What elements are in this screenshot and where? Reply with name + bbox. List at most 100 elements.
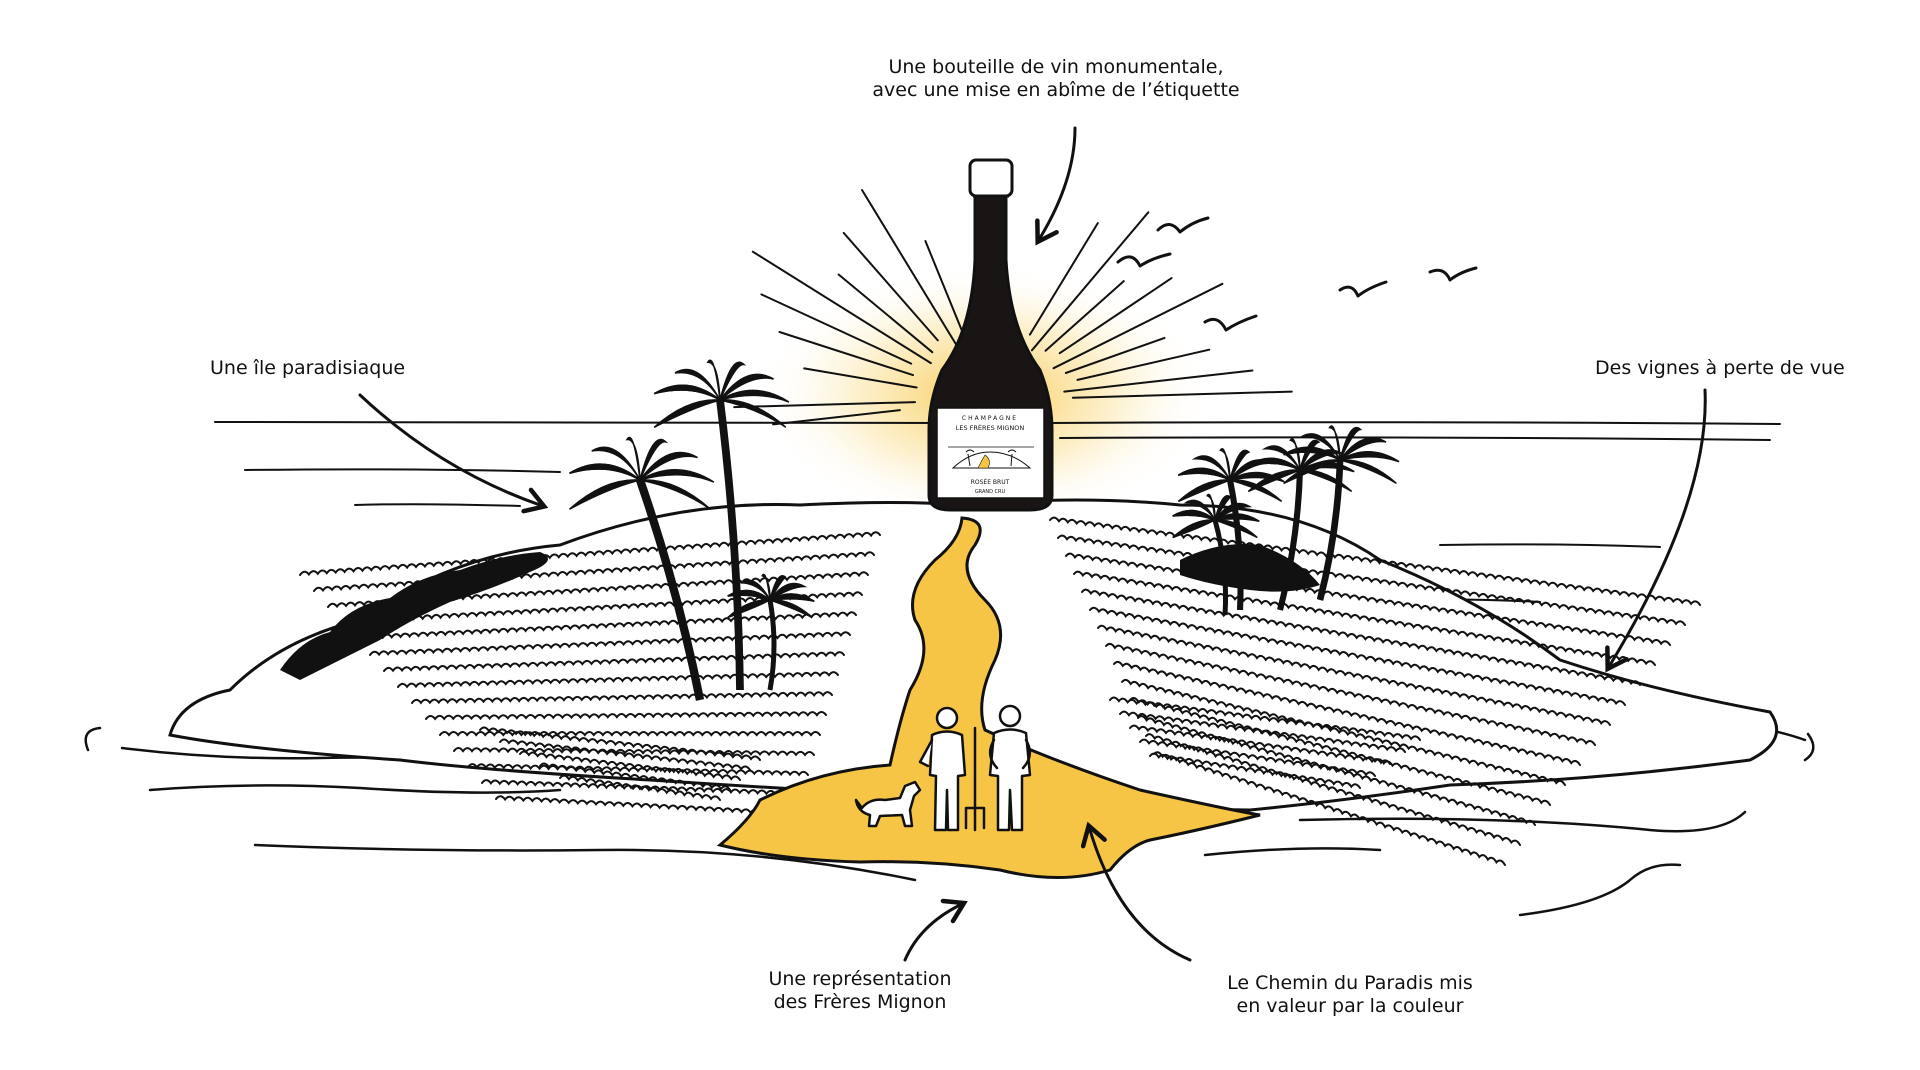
vine-row <box>411 691 833 705</box>
sun-ray <box>1076 348 1211 381</box>
vine-row <box>1119 710 1406 753</box>
palm-frond <box>1339 451 1400 463</box>
palm-frond <box>1172 509 1216 521</box>
palm-trunk <box>636 478 705 701</box>
vine-row <box>1121 678 1566 786</box>
vine-row <box>1081 588 1641 686</box>
caption-vines-line1: Des vignes à perte de vue <box>1595 357 1845 379</box>
vine-row <box>1089 606 1626 706</box>
birds <box>1116 216 1478 332</box>
palm-frond <box>1301 433 1341 461</box>
palm-frond <box>706 359 721 401</box>
annotation-arrows <box>358 126 1707 962</box>
palm-frond <box>591 446 641 481</box>
vine-row <box>439 731 821 737</box>
arrow-vines <box>1605 388 1707 673</box>
sun-ray <box>778 331 914 377</box>
palm-frond <box>727 589 771 601</box>
bird-icon <box>1156 216 1210 234</box>
palm-frond <box>639 469 715 483</box>
palm-trunk <box>1277 469 1304 611</box>
dog-icon <box>854 780 922 828</box>
vine-row <box>1097 624 1611 726</box>
palm-frond <box>674 368 721 401</box>
sun-ray <box>1064 336 1166 374</box>
vine-row <box>1109 696 1421 741</box>
palm-frond <box>769 593 815 603</box>
vine-row <box>369 631 851 657</box>
vine-row <box>383 651 845 673</box>
vine-row <box>1113 660 1581 766</box>
arrow-bottle <box>1035 126 1077 246</box>
caption-bottle-line2: avec une mise en abîme de l’étiquette <box>872 79 1240 101</box>
palm-frond <box>1177 479 1231 503</box>
caption-path-line1: Le Chemin du Paradis mis <box>1227 972 1473 994</box>
vine-row <box>1129 697 1551 806</box>
sun-ray <box>1028 222 1099 336</box>
palm-frond <box>738 579 771 601</box>
vine-row <box>1049 516 1701 606</box>
vine-row <box>539 762 731 791</box>
palm-frond <box>1328 425 1341 461</box>
sun-ray <box>772 409 901 426</box>
paradise-path <box>716 516 1261 879</box>
palm-frond <box>1229 471 1285 483</box>
vine-row <box>1105 642 1596 746</box>
palm-frond <box>1183 499 1216 521</box>
bird-icon <box>1116 252 1172 268</box>
sun-ray <box>733 401 916 409</box>
palm-frond <box>1214 519 1258 539</box>
caption-island-line1: Une île paradisiaque <box>210 357 406 379</box>
palm-frond <box>1177 467 1231 481</box>
palm-trunk <box>1227 479 1244 611</box>
palm-frond <box>653 399 721 428</box>
vine-row <box>397 671 839 689</box>
palm-trees <box>569 359 1400 701</box>
sun-rays <box>733 189 1293 426</box>
bird-icon <box>1428 266 1478 282</box>
caption-path-line2: en valeur par la couleur <box>1236 995 1464 1017</box>
palm-frond <box>639 451 698 481</box>
palm-frond <box>1247 469 1301 493</box>
palm-frond <box>1229 479 1283 503</box>
arrow-path <box>1080 821 1192 962</box>
person-head <box>935 706 959 730</box>
palm-frond <box>1283 446 1341 461</box>
person-head <box>998 704 1022 728</box>
vine-row <box>299 531 881 577</box>
vine-row <box>425 711 827 721</box>
label-cuvee-text: ROSÉE BRUT <box>971 478 1010 486</box>
palm-frond <box>769 599 813 619</box>
vine-row <box>1153 751 1506 866</box>
palm-frond <box>1247 457 1301 471</box>
vine-row <box>453 747 815 757</box>
vine-row <box>467 763 809 777</box>
palm-frond <box>719 389 790 403</box>
sun-ray <box>924 240 966 338</box>
palm-frond <box>769 582 808 601</box>
sun-ray <box>837 273 934 354</box>
person-body <box>988 728 1032 832</box>
palm-frond <box>1283 459 1341 485</box>
palm-frond <box>719 361 747 401</box>
vine-row <box>313 551 875 593</box>
caption-vines: Des vignes à perte de vue <box>1595 357 1845 380</box>
label-brand-text: LES FRÈRES MIGNON <box>956 423 1025 432</box>
vine-row <box>1139 738 1376 777</box>
pitchfork-icon <box>964 726 986 832</box>
horizon-lines <box>214 421 1781 603</box>
label-mini-island <box>948 446 1034 469</box>
sun-ray <box>1071 390 1293 399</box>
vine-row <box>499 738 751 771</box>
palm-frond <box>1214 502 1253 521</box>
arrow-brothers <box>903 898 968 962</box>
sun-ray <box>1052 282 1224 370</box>
palm-frond <box>1219 448 1231 481</box>
vine-row <box>1145 733 1521 846</box>
vine-row <box>559 774 721 801</box>
caption-brothers: Une représentation des Frères Mignon <box>740 968 980 1014</box>
palm-frond <box>1191 455 1231 481</box>
bird-icon <box>1338 280 1388 298</box>
palm-trunk <box>1212 519 1229 616</box>
